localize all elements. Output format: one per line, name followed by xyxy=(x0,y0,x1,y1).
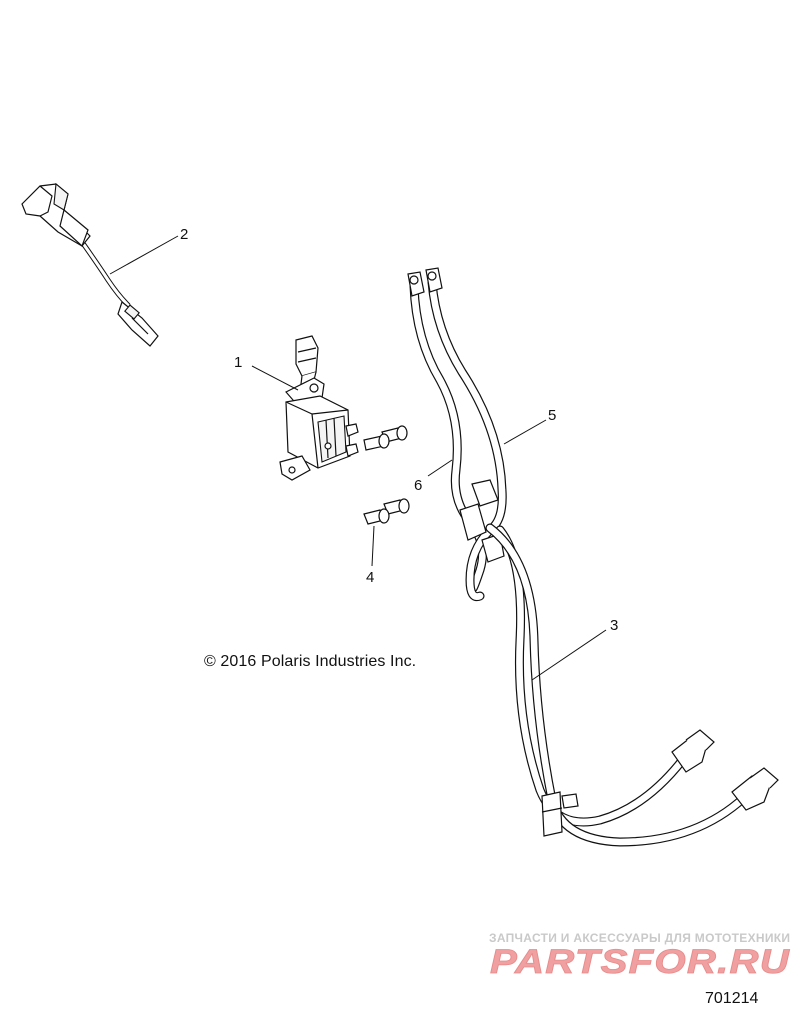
part-2-switch xyxy=(21,182,159,347)
leader-6 xyxy=(427,459,453,477)
leader-3 xyxy=(531,629,607,681)
svg-text:PARTSFOR.RU: PARTSFOR.RU xyxy=(490,945,791,977)
leader-1 xyxy=(251,365,299,391)
copyright-notice: © 2016 Polaris Industries Inc. xyxy=(204,653,417,670)
callout-6: 6 xyxy=(414,477,422,494)
part-4-screws xyxy=(363,425,410,525)
callout-4: 4 xyxy=(366,569,374,586)
callout-5: 5 xyxy=(548,407,556,424)
part-1-solenoid xyxy=(279,335,359,481)
callout-2: 2 xyxy=(180,226,188,243)
leader-2 xyxy=(109,235,179,275)
callout-3: 3 xyxy=(610,617,618,634)
part-3-cables xyxy=(485,523,779,847)
leader-5 xyxy=(503,419,547,445)
callout-1: 1 xyxy=(234,354,242,371)
diagram-number: 701214 xyxy=(705,990,759,1007)
watermark-tagline: ЗАПЧАСТИ И АКСЕССУАРЫ ДЛЯ МОТОТЕХНИКИ xyxy=(489,931,791,945)
leader-4 xyxy=(371,525,375,567)
part-5-6-cables xyxy=(407,267,507,602)
watermark-logo: PARTSFOR.RU xyxy=(490,945,791,977)
